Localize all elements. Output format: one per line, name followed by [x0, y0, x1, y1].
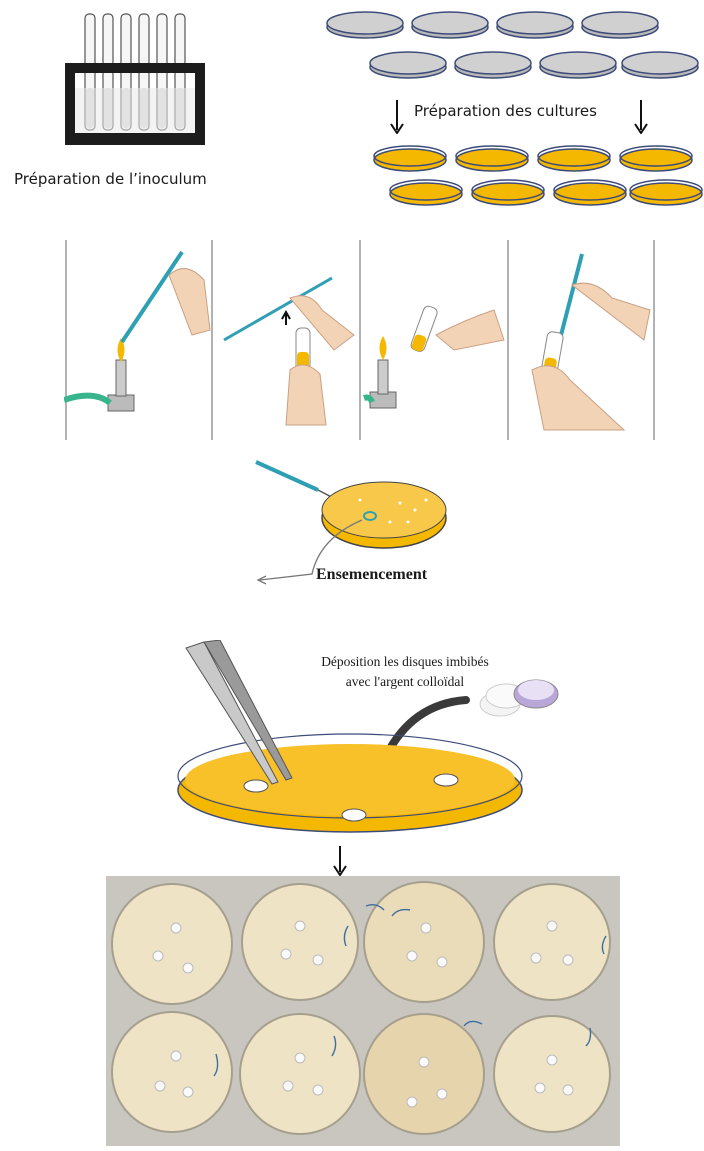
petri-dish-icon — [322, 482, 446, 548]
petri-dish-icon — [370, 52, 446, 78]
petri-dish-icon — [472, 180, 544, 205]
petri-dish-icon — [620, 146, 692, 171]
petri-dish-icon — [582, 12, 658, 38]
cultures-label: Préparation des cultures — [414, 102, 597, 120]
petri-dish-icon — [540, 52, 616, 78]
petri-dish-icon — [554, 180, 626, 205]
arrow-down-icon — [390, 100, 404, 134]
arrow-down-icon — [333, 846, 347, 876]
petri-dish-icon — [622, 52, 698, 78]
arrow-down-icon — [634, 100, 648, 134]
petri-dish-icon — [390, 180, 462, 205]
petri-dish-icon — [412, 12, 488, 38]
petri-dish-icon — [497, 12, 573, 38]
petri-dish-icon — [374, 146, 446, 171]
cultured-dishes-group — [370, 138, 704, 210]
empty-dishes-group — [320, 5, 704, 85]
ensemencement-label: Ensemencement — [316, 566, 427, 584]
test-tube-rack-icon — [55, 8, 215, 148]
petri-dish-icon — [178, 734, 522, 832]
deposition-illustration — [176, 640, 536, 840]
petri-dish-icon — [538, 146, 610, 171]
inoculation-loop-icon — [256, 462, 318, 490]
results-photo — [106, 876, 620, 1146]
petri-dish-icon — [630, 180, 702, 205]
petri-dish-icon — [327, 12, 403, 38]
inoculum-label: Préparation de l’inoculum — [14, 170, 207, 188]
loop-procedure-panels — [64, 240, 656, 440]
petri-dish-icon — [455, 52, 531, 78]
petri-dish-icon — [456, 146, 528, 171]
